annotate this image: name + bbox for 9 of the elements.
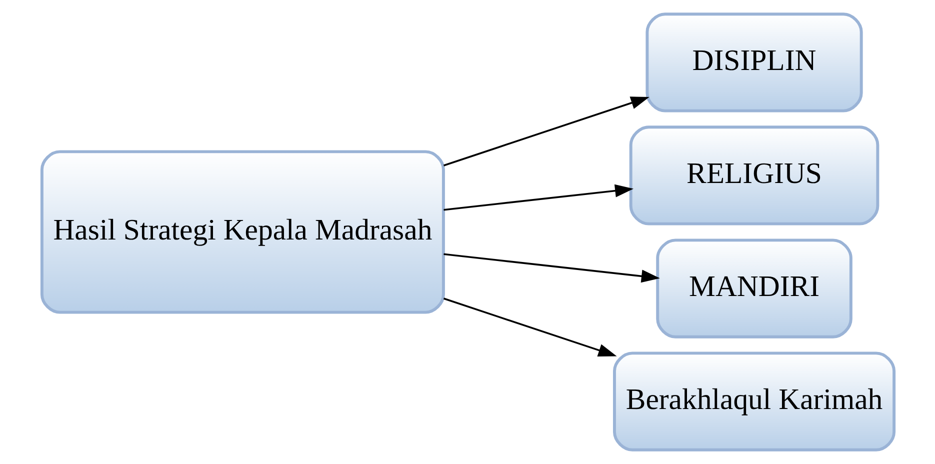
- node-box: DISIPLIN: [645, 12, 862, 112]
- node-box: Hasil Strategi Kepala Madrasah: [40, 150, 444, 314]
- arrow: [443, 184, 634, 211]
- node-box: MANDIRI: [656, 238, 852, 338]
- node-box: RELIGIUS: [628, 126, 879, 226]
- node-box: Berakhlaqul Karimah: [612, 352, 896, 452]
- arrow: [442, 96, 649, 166]
- arrow: [442, 298, 616, 356]
- arrow: [443, 253, 660, 283]
